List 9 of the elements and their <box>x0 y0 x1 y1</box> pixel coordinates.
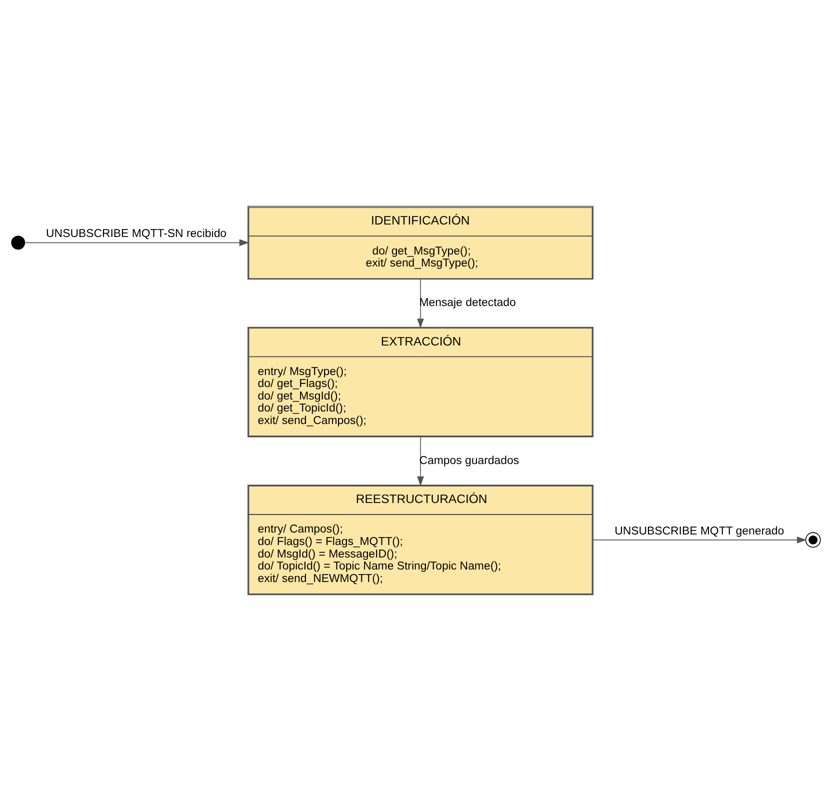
arrow <box>417 436 424 486</box>
edge-label: UNSUBSCRIBE MQTT-SN recibido <box>46 228 227 240</box>
node-circle <box>11 236 26 250</box>
edge-label: UNSUBSCRIBE MQTT generado <box>614 525 784 538</box>
edge-label: Mensaje detectado <box>419 297 516 310</box>
arrow <box>592 536 807 544</box>
arrow <box>24 239 250 246</box>
edge-label: Campos guardados <box>419 455 520 468</box>
node-circle <box>805 532 821 548</box>
